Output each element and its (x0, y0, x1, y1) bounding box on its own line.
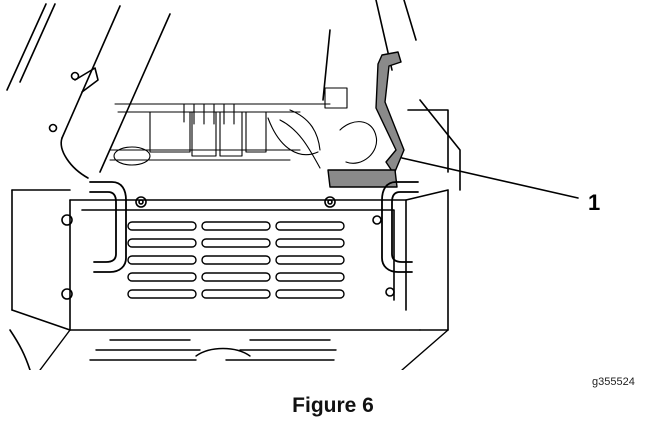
vent-slots (127, 221, 345, 299)
figure-reference-code: g355524 (592, 376, 635, 388)
callout-number-1: 1 (588, 190, 600, 215)
left-column (6, 3, 171, 179)
callout-leader-line (401, 157, 579, 199)
left-handle (89, 181, 127, 273)
lower-deck (39, 329, 449, 370)
engine-compartment (109, 87, 378, 169)
mounting-bolts (61, 196, 395, 300)
front-panel (9, 189, 449, 370)
machine-illustration: 1 (6, 0, 600, 370)
highlighted-bracket (327, 51, 405, 188)
figure-caption: Figure 6 (292, 394, 374, 417)
right-handle (381, 181, 419, 273)
